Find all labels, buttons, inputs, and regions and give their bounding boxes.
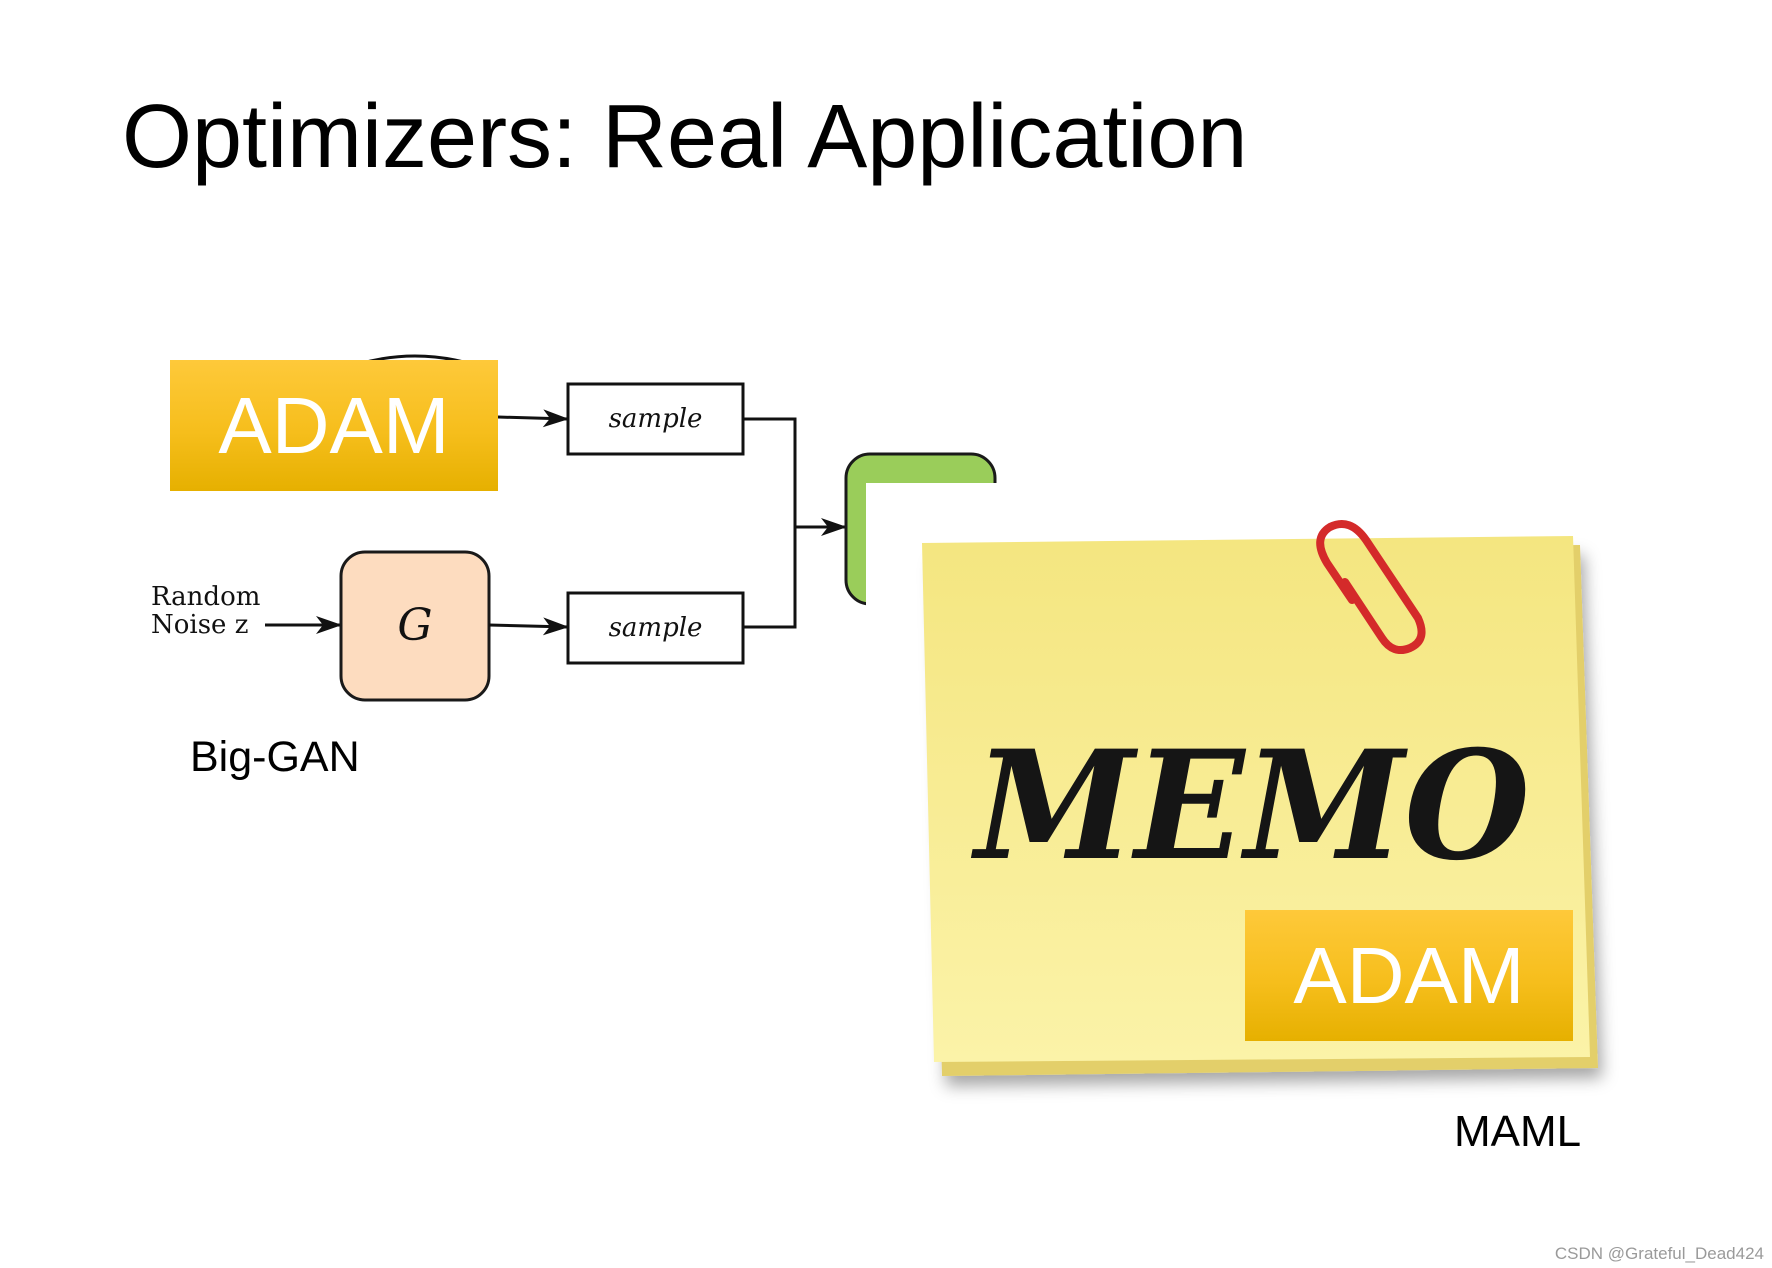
adam-badge-biggan: ADAM [170,360,498,491]
slide-title: Optimizers: Real Application [122,87,1248,187]
sample-box-bottom-label: sample [609,613,703,643]
random-noise-label-line1: Random [151,582,260,612]
sample-box-top-label: sample [609,404,703,434]
generator-label: G [397,600,432,651]
maml-caption: MAML [1454,1107,1582,1156]
watermark: CSDN @Grateful_Dead424 [1554,1244,1764,1263]
paperclip-icon [1316,520,1426,654]
arrow-generator-to-sample-bottom [488,617,569,636]
arrow-adam-to-sample-top [497,409,569,428]
adam-badge-maml: ADAM [1245,910,1573,1041]
sample-box-bottom [566,591,745,665]
merge-connector [743,417,797,629]
memo-handwritten-text: MEMO [970,718,1530,894]
random-noise-label-line2: Noise z [151,610,248,640]
biggan-caption: Big-GAN [190,733,360,781]
